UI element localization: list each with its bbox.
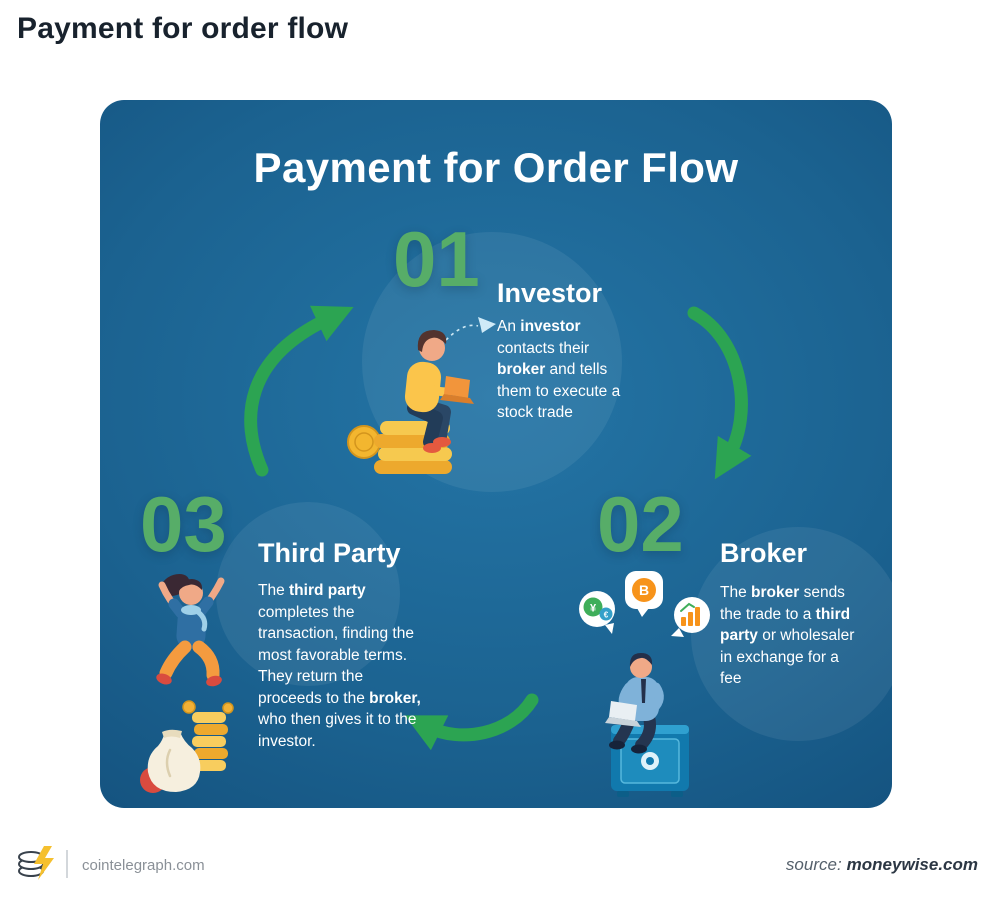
currency-bubble: ¥ € [579, 591, 615, 634]
yen-icon: ¥ [590, 603, 597, 615]
chart-bubble [671, 597, 710, 637]
infographic-card: Payment for Order Flow 01 Investor An in… [100, 100, 892, 808]
source-value: moneywise.com [846, 855, 978, 874]
flight-path [445, 324, 479, 341]
cointelegraph-logo-icon [18, 846, 54, 880]
third-party-illustration [156, 573, 225, 687]
source-label: source: [785, 855, 842, 874]
arrow-investor-to-broker [687, 306, 752, 480]
bitcoin-icon: B [639, 582, 649, 598]
page-title: Payment for order flow [17, 12, 349, 45]
step-title-investor: Investor [497, 278, 603, 308]
laptop-icon [609, 701, 637, 721]
step-desc-third-party: The third party completes the transactio… [258, 582, 421, 750]
step-title-broker: Broker [720, 538, 808, 568]
third-party-halo [216, 502, 400, 686]
euro-icon: € [604, 611, 609, 620]
footer-brand: cointelegraph.com [82, 857, 205, 874]
footer-divider [66, 850, 68, 878]
step-desc-broker: The broker sends the trade to a third pa… [720, 584, 855, 688]
broker-halo [691, 527, 892, 741]
investor-illustration [347, 317, 496, 474]
step-desc-investor: An investor contacts their broker and te… [497, 318, 621, 422]
money-bag-illustration [140, 700, 234, 793]
broker-illustration: ¥ € B [579, 571, 710, 797]
broker-figure [605, 653, 664, 754]
footer-source: source:moneywise.com [786, 855, 978, 875]
card-title: Payment for Order Flow [253, 144, 739, 191]
laptop-icon [444, 376, 470, 398]
arrow-broker-to-third-party [404, 693, 539, 751]
paper-plane-icon [478, 317, 496, 333]
step-number-03: 03 [140, 480, 227, 568]
bitcoin-bubble: B [625, 571, 663, 617]
arrow-third-party-to-investor [244, 305, 354, 477]
step-title-third-party: Third Party [258, 538, 401, 568]
coin-column [182, 700, 234, 771]
step-number-01: 01 [393, 215, 480, 303]
investor-figure [404, 330, 474, 453]
money-bag [147, 729, 201, 792]
step-number-02: 02 [597, 480, 684, 568]
trend-arrow-icon [680, 602, 695, 612]
third-party-figure [156, 573, 225, 687]
